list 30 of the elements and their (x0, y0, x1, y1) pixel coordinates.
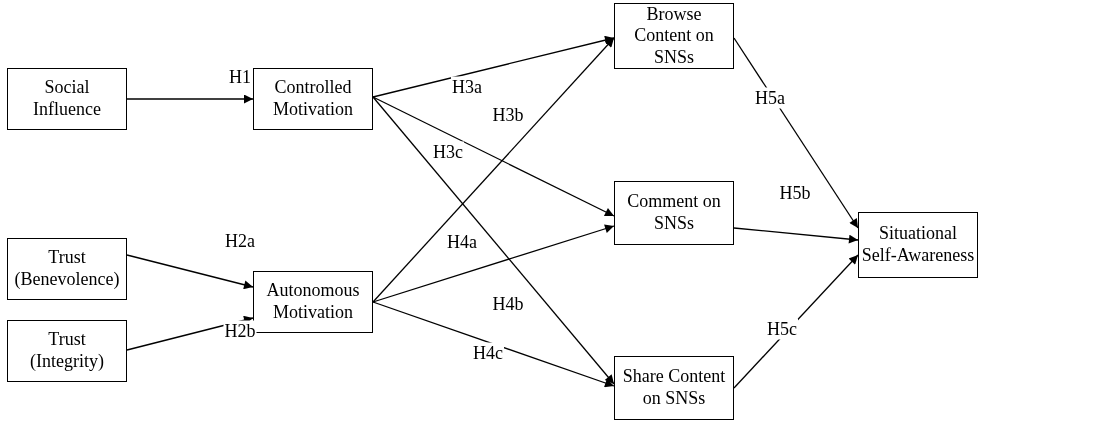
construct-box (253, 68, 373, 130)
arrow (372, 301, 615, 388)
arrow (126, 94, 254, 104)
construct-label: Share Content on SNSs (621, 366, 727, 410)
arrow (733, 37, 859, 229)
arrow (372, 96, 615, 217)
construct-box (253, 271, 373, 333)
construct-box (7, 68, 127, 130)
construct-box (7, 320, 127, 382)
construct-label: Autonomous Motivation (265, 280, 361, 324)
construct-box (614, 3, 734, 69)
construct-box (7, 238, 127, 300)
arrow (372, 96, 615, 385)
edge-label: H5c (766, 318, 798, 340)
construct-label: Trust (Benevolence) (13, 247, 121, 291)
edge-label: H5a (754, 87, 786, 109)
arrow (733, 227, 859, 244)
construct-label: Situational Self-Awareness (861, 223, 975, 267)
arrow (126, 254, 254, 290)
construct-label: Browse Content on SNSs (633, 3, 715, 69)
construct-box (614, 356, 734, 420)
construct-box (614, 181, 734, 245)
construct-label: Social Influence (32, 77, 102, 121)
construct-label: Controlled Motivation (272, 77, 354, 121)
arrow (372, 37, 615, 303)
construct-box (858, 212, 978, 278)
arrow (372, 35, 615, 98)
construct-label: Comment on SNSs (626, 191, 722, 235)
arrow (372, 224, 615, 303)
construct-label: Trust (Integrity) (29, 329, 105, 373)
